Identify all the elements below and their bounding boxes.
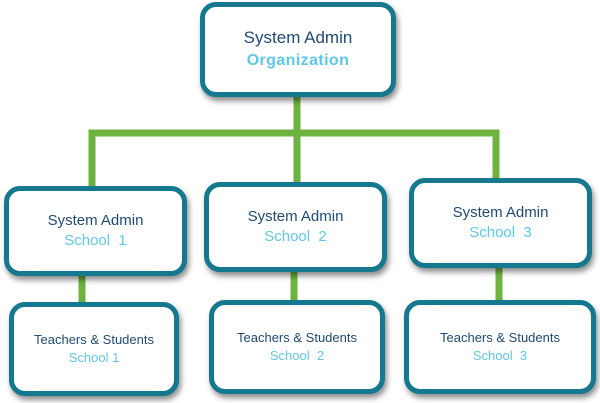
node-scope-label: School 2 xyxy=(264,227,327,245)
school-2-members-node: Teachers & Students School 2 xyxy=(209,300,385,394)
node-role-label: Teachers & Students xyxy=(34,332,154,348)
school-1-members-node: Teachers & Students School 1 xyxy=(9,302,179,396)
node-role-label: Teachers & Students xyxy=(237,330,357,346)
school-3-members-node: Teachers & Students School 3 xyxy=(404,300,596,394)
school-3-admin-node: System Admin School 3 xyxy=(409,178,592,268)
node-role-label: System Admin xyxy=(47,211,144,229)
node-role-label: System Admin xyxy=(452,203,549,221)
school-2-admin-node: System Admin School 2 xyxy=(204,182,387,272)
organization-admin-node: System Admin Organization xyxy=(200,2,396,97)
node-scope-label: School 1 xyxy=(68,349,120,365)
node-scope-label: School 2 xyxy=(269,347,325,363)
node-role-label: System Admin xyxy=(243,28,353,48)
node-scope-label: School 1 xyxy=(64,231,127,249)
node-scope-label: School 3 xyxy=(472,347,528,363)
node-scope-label: Organization xyxy=(246,51,350,69)
node-role-label: Teachers & Students xyxy=(440,330,560,346)
node-scope-label: School 3 xyxy=(469,223,532,241)
school-1-admin-node: System Admin School 1 xyxy=(4,186,187,276)
node-role-label: System Admin xyxy=(247,207,344,225)
